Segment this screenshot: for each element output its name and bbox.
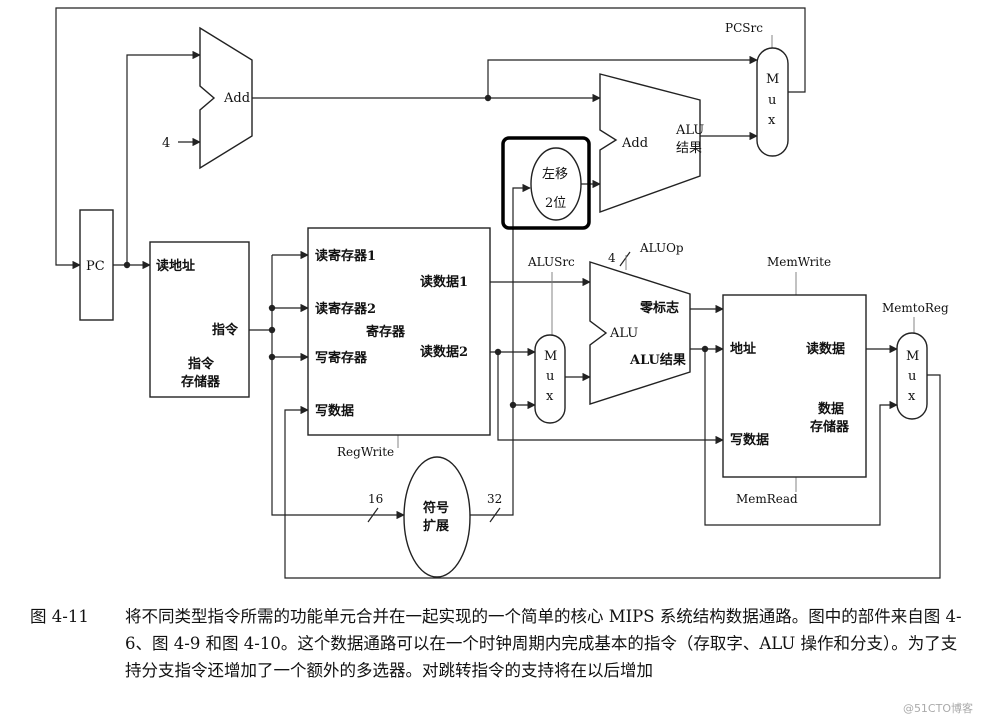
- imem-name-1: 指令: [188, 356, 215, 372]
- alu-zero-label: 零标志: [639, 300, 679, 316]
- sign-extend-label-1: 符号: [423, 500, 449, 516]
- alusrc-mux: [534, 334, 566, 424]
- datapath-diagram: PC Add 4 Add ALU 结果 左移 2位 M u x PCSrc 读地…: [55, 7, 949, 579]
- data-memory: [722, 294, 867, 478]
- memtoreg-mux: [896, 332, 928, 420]
- aluop-width: 4: [608, 251, 616, 265]
- branch-adder: [599, 73, 701, 213]
- pc-mux-u: u: [768, 93, 776, 108]
- watermark: @51CTO博客: [902, 702, 973, 715]
- alusrc-label: ALUSrc: [527, 255, 575, 269]
- pcsrc-label: PCSrc: [725, 21, 763, 35]
- reg-name: 寄存器: [366, 324, 406, 340]
- memwrite-label: MemWrite: [767, 255, 831, 269]
- reg-read-reg1: 读寄存器1: [315, 248, 376, 264]
- register-file: [307, 227, 491, 436]
- reg-read-data1: 读数据1: [420, 274, 468, 290]
- pc-register: [79, 209, 114, 321]
- alu-result-label-2: 结果: [676, 141, 702, 156]
- figure-number: 图 4-11: [30, 607, 89, 626]
- dmem-write-data: 写数据: [730, 432, 769, 448]
- shift-label-1: 左移: [542, 167, 568, 182]
- alusrc-mux-m: M: [544, 349, 557, 364]
- alu-result-label-1: ALU: [675, 123, 704, 138]
- alu-result-label: ALU结果: [629, 352, 686, 368]
- branch-adder-label: Add: [621, 136, 648, 151]
- width-in-label: 16: [368, 492, 383, 506]
- alu: [589, 261, 691, 405]
- reg-write-reg: 写寄存器: [315, 350, 368, 366]
- pc-mux-m: M: [766, 72, 779, 87]
- junction-dots: [123, 94, 709, 409]
- width-out-label: 32: [487, 492, 502, 506]
- shift-label-2: 2位: [545, 196, 566, 211]
- dmem-name-2: 存储器: [810, 419, 850, 435]
- pc-mux: [756, 47, 789, 157]
- aluop-label: ALUOp: [639, 241, 684, 255]
- memtoreg-mux-x: x: [908, 389, 916, 404]
- alusrc-mux-u: u: [546, 369, 554, 384]
- dmem-read-data: 读数据: [806, 341, 845, 357]
- reg-read-reg2: 读寄存器2: [315, 301, 376, 317]
- pc-adder-label: Add: [223, 91, 250, 106]
- alu-name-label: ALU: [609, 326, 638, 341]
- dmem-name-1: 数据: [818, 401, 844, 417]
- memtoreg-mux-m: M: [906, 349, 919, 364]
- sign-extend: [403, 456, 471, 578]
- control-lines: [397, 35, 915, 492]
- memtoreg-mux-u: u: [908, 369, 916, 384]
- shift-left-2: [530, 147, 582, 221]
- pc-mux-x: x: [768, 113, 776, 128]
- shift-highlight-box: [501, 136, 591, 230]
- imem-instruction: 指令: [212, 322, 239, 338]
- regwrite-label: RegWrite: [337, 445, 394, 459]
- wires: [55, 7, 941, 579]
- dmem-addr: 地址: [730, 341, 756, 357]
- memtoreg-label: MemtoReg: [882, 301, 949, 315]
- imem-name-2: 存储器: [181, 374, 221, 390]
- instruction-memory: [149, 241, 250, 398]
- alusrc-mux-x: x: [546, 389, 554, 404]
- figure-caption-text: 将不同类型指令所需的功能单元合并在一起实现的一个简单的核心 MIPS 系统结构数…: [125, 607, 962, 680]
- imem-read-addr: 读地址: [156, 258, 195, 274]
- reg-write-data: 写数据: [315, 403, 354, 419]
- pc-label: PC: [86, 259, 105, 274]
- pc-adder: [199, 26, 253, 170]
- reg-read-data2: 读数据2: [420, 344, 468, 360]
- constant-four: 4: [162, 136, 170, 151]
- sign-extend-label-2: 扩展: [423, 518, 450, 534]
- memread-label: MemRead: [736, 492, 798, 506]
